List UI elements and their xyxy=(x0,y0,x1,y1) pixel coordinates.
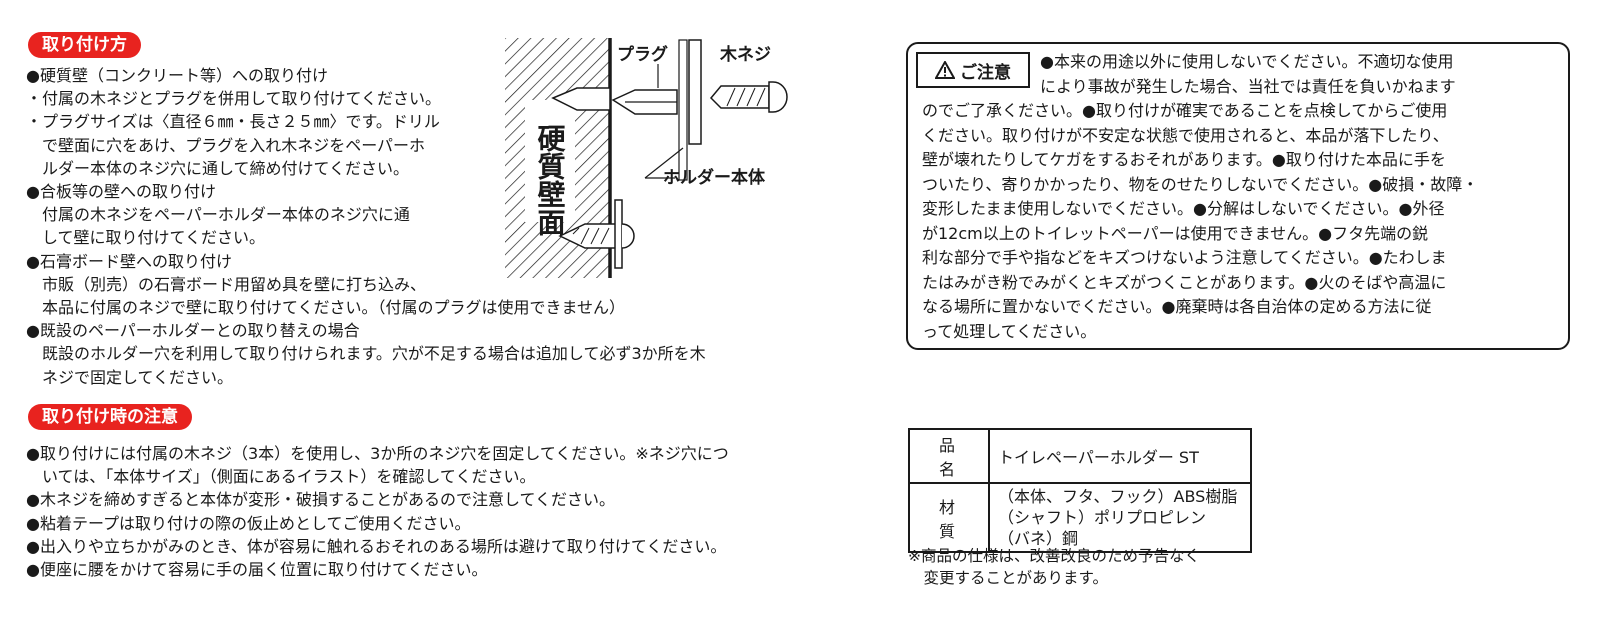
plug-hole xyxy=(551,87,611,111)
caution-line: が12cm以上のトイレットペーパーは使用できません。●フタ先端の鋭 xyxy=(922,223,1429,243)
warning-icon xyxy=(935,61,955,79)
wood-screw-icon xyxy=(709,85,770,109)
caution-line: ●本来の用途以外に使用しないでください。不適切な使用 xyxy=(1040,52,1454,71)
caution-text: ●本来の用途以外に使用しないでください。不適切な使用 により事故が発生した場合、… xyxy=(922,50,1556,344)
section-title-installation: 取り付け方 xyxy=(28,32,141,58)
instruction-line: 市販（別売）の石膏ボード用留め具を壁に打ち込み、 xyxy=(26,274,427,294)
note-line: ●粘着テープは取り付けの際の仮止めとしてご使用ください。 xyxy=(26,513,471,533)
caution-line: により事故が発生した場合、当社では責任を負いかねます xyxy=(1040,76,1456,96)
instruction-line: で壁面に穴をあけ、プラグを入れ木ネジをペーパーホ xyxy=(26,135,426,155)
note-line: ※商品の仕様は、改善改良のため予告なく xyxy=(908,547,1200,565)
wood-screw-label: 木ネジ xyxy=(719,44,771,65)
instruction-line: ●石膏ボード壁への取り付け xyxy=(26,251,232,271)
note-line: いては、「本体サイズ」（側面にあるイラスト）を確認してください。 xyxy=(26,467,536,487)
instruction-line: ●既設のペーパーホルダーとの取り替えの場合 xyxy=(26,321,360,341)
instruction-line: ネジで固定してください。 xyxy=(26,367,234,387)
caution-tag: ご注意 xyxy=(916,52,1030,88)
installation-instructions: ●硬質壁（コンクリート等）への取り付け ・付属の木ネジとプラグを併用して取り付け… xyxy=(26,64,706,389)
wall-mounting-diagram: 硬質壁面 プラグ ホルダー本体 木ネジ xyxy=(505,38,788,278)
caution-title: ご注意 xyxy=(960,62,1011,83)
instruction-line: ●硬質壁（コンクリート等）への取り付け xyxy=(26,66,328,85)
instruction-line: 既設のホルダー穴を利用して取り付けられます。穴が不足する場合は追加して必ず3か所… xyxy=(26,344,706,364)
installation-notes: ●取り付けには付属の木ネジ（3本）を使用し、3か所のネジ穴を固定してください。※… xyxy=(26,442,729,581)
caution-box: ご注意 ●本来の用途以外に使用しないでください。不適切な使用 により事故が発生し… xyxy=(906,42,1570,350)
note-line: ●出入りや立ちかがみのとき、体が容易に触れるおそれのある場所は避けて取り付けてく… xyxy=(26,536,727,556)
caution-line: 壁が壊れたりしてケガをするおそれがあります。●取り付けた本品に手を xyxy=(922,150,1446,169)
material-line: （バネ）鋼 xyxy=(998,529,1079,548)
caution-line: ついたり、寄りかかったり、物をのせたりしないでください。●破損・故障・ xyxy=(922,174,1479,194)
wall-label: 硬質壁面 xyxy=(534,124,567,236)
holder-body-icon xyxy=(688,39,702,145)
instruction-line: 本品に付属のネジで壁に取り付けてください。（付属のプラグは使用できません） xyxy=(26,298,626,318)
note-line: ●木ネジを締めすぎると本体が変形・破損することがあるので注意してください。 xyxy=(26,490,616,510)
section-title-installation-notes: 取り付け時の注意 xyxy=(28,404,192,430)
caution-line: 利な部分で手や指などをキズつけないよう注意してください。●たわしま xyxy=(922,248,1447,267)
instruction-line: 付属の木ネジをペーパーホルダー本体のネジ穴に通 xyxy=(26,205,410,225)
instruction-line: ルダー本体のネジ穴に通して締め付けてください。 xyxy=(26,158,410,178)
caution-line: ください。取り付けが不安定な状態で使用されると、本品が落下したり、 xyxy=(922,125,1449,145)
caution-line: 変形したまま使用しないでください。●分解はしないでください。●外径 xyxy=(922,199,1445,218)
caution-line: って処理してください。 xyxy=(922,321,1097,341)
product-spec-table: 品名 トイレペーパーホルダー ST 材質 （本体、フタ、フック）ABS樹脂 （シ… xyxy=(908,428,1252,553)
note-line: ●便座に腰をかけて容易に手の届く位置に取り付けてください。 xyxy=(26,560,488,580)
spec-change-note: ※商品の仕様は、改善改良のため予告なく 変更することがあります。 xyxy=(908,545,1200,589)
material-label: 材質 xyxy=(908,482,990,553)
holder-body-label: ホルダー本体 xyxy=(663,167,766,188)
material-line: （シャフト）ポリプロピレン xyxy=(998,508,1207,527)
instruction-line: ●合板等の壁への取り付け xyxy=(26,182,216,202)
note-line: 変更することがあります。 xyxy=(908,569,1108,587)
caution-line: たはみがき粉でみがくとキズがつくことがあります。●火のそばや高温に xyxy=(922,272,1447,292)
instruction-line: ・プラグサイズは〈直径６㎜・長さ２５㎜〉です。ドリル xyxy=(26,112,440,132)
caution-line: なる場所に置かないでください。●廃棄時は各自治体の定める方法に従 xyxy=(922,297,1432,316)
plug-label: プラグ xyxy=(617,44,668,65)
product-name-value: トイレペーパーホルダー ST xyxy=(988,428,1252,484)
product-name-label: 品名 xyxy=(908,428,990,484)
note-line: ●取り付けには付属の木ネジ（3本）を使用し、3か所のネジ穴を固定してください。※… xyxy=(26,444,729,463)
instruction-line: して壁に取り付けてください。 xyxy=(26,228,266,248)
instruction-line: ・付属の木ネジとプラグを併用して取り付けてください。 xyxy=(26,89,442,109)
material-line: （本体、フタ、フック）ABS樹脂 xyxy=(998,487,1238,506)
caution-line: のでご了承ください。●取り付けが確実であることを点検してからご使用 xyxy=(922,101,1448,120)
